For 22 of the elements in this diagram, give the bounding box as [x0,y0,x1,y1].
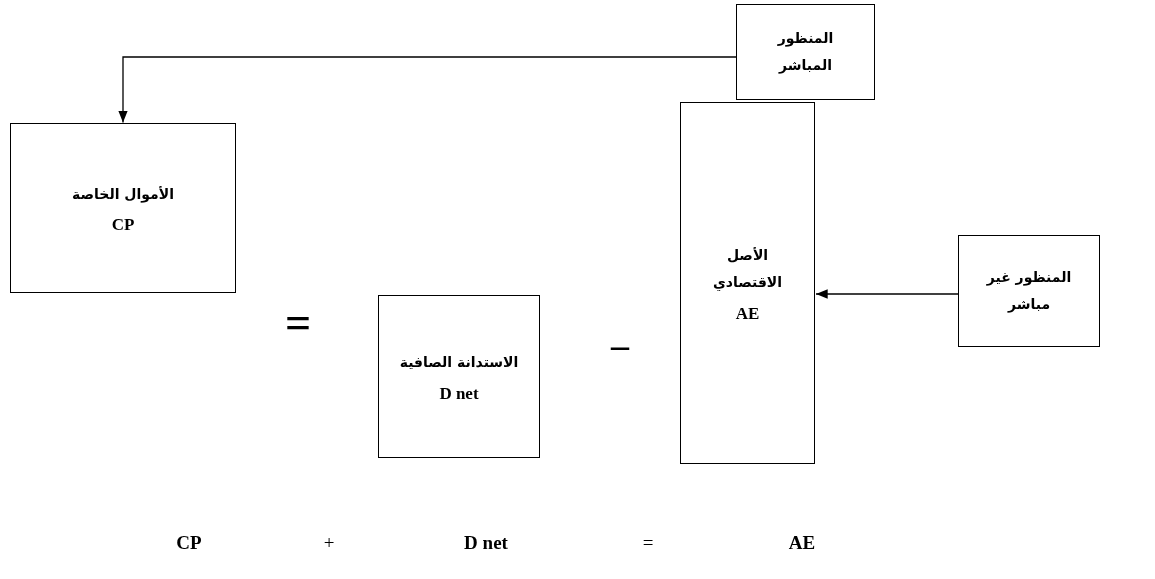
box-title: المنظور غير مباشر [985,268,1073,315]
operator-sign: = [284,295,312,349]
text-box [10,123,236,293]
equation-term: = [642,532,654,554]
equation-term: CP [176,532,202,554]
text-box [736,4,875,100]
equation-term: D net [464,532,508,554]
box-title: الاستدانة الصافية [399,353,519,373]
box-title: الأصل الاقتصادي [711,246,784,293]
box-title: الأموال الخاصة [72,184,174,205]
arrow [815,289,959,299]
box-symbol: AE [735,303,760,324]
equation-term: AE [788,532,816,554]
equation-term: + [323,532,335,554]
text-box [680,102,815,464]
text-box [958,235,1100,347]
box-title: المنظور المباشر [776,29,835,76]
text-box [378,295,540,458]
operator-sign: – [611,324,629,366]
box-symbol: D net [439,383,479,404]
arrow [118,56,737,124]
box-symbol: CP [111,215,135,236]
